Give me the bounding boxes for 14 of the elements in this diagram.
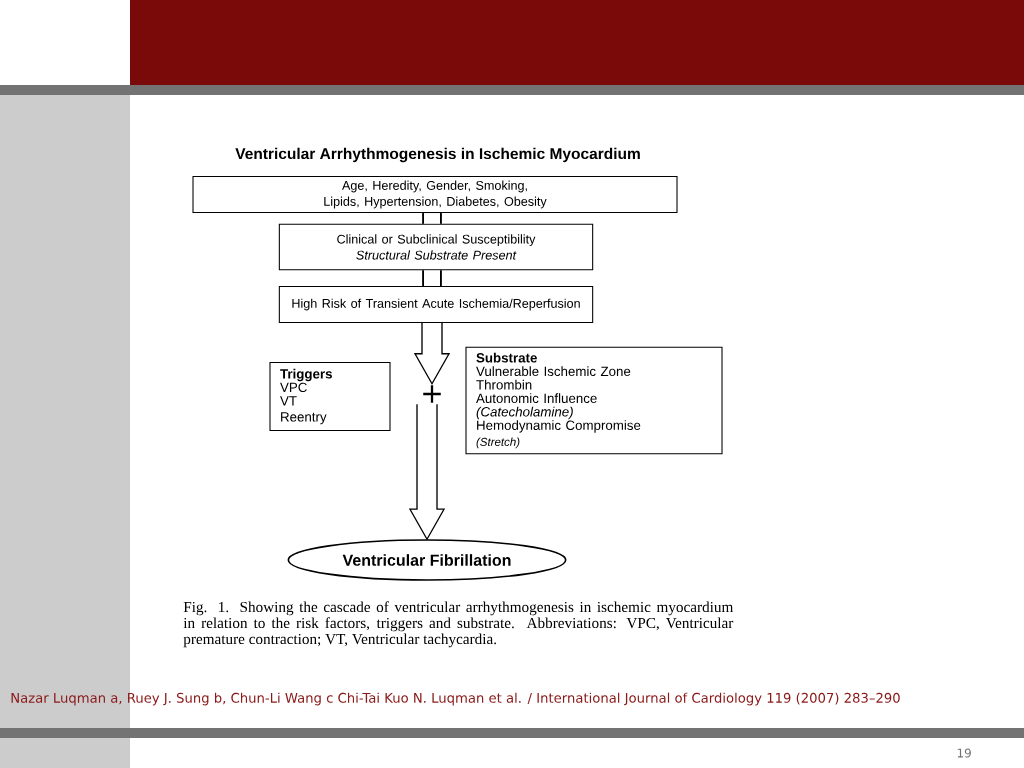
text-box: Triggers VPC VT Reentry <box>269 361 391 432</box>
process-box: Clinical or Subclinical Susceptibility Structural Substrate Present <box>278 223 594 271</box>
process-box: High Risk of Transient Acute Ischemia/Reperfusion <box>278 285 594 324</box>
block-arrow <box>413 322 451 386</box>
title: Ventricular Arrhythmogenesis in Ischemic Myocardium <box>235 147 640 163</box>
plus-sign: + <box>423 385 441 403</box>
caption: Fig. 1. Showing the cascade of ventricular arrhythmogenesis in ischemic myocardium in relation to the risk factors, triggers and substrate. Abbreviations: VPC, Ventricular premature contraction; VT, Ventricular tachycardia. <box>183 601 734 648</box>
connector <box>422 213 442 224</box>
connector <box>422 270 442 286</box>
text-box: Substrate Vulnerable Ischemic Zone Thrombin Autonomic Influence (Catecholamine) Hemodynamic Compromise (Stretch) <box>465 346 723 455</box>
citation: Nazar Luqman a, Ruey J. Sung b, Chun-Li Wang c Chi-Tai Kuo N. Luqman et al. / International Journal of Cardiology 119 (2007) 283–290 <box>11 692 900 706</box>
page-number: 19 <box>957 748 971 758</box>
process-box: Age, Heredity, Gender, Smoking, Lipids, Hypertension, Diabetes, Obesity <box>192 175 678 214</box>
block-arrow <box>408 403 446 541</box>
